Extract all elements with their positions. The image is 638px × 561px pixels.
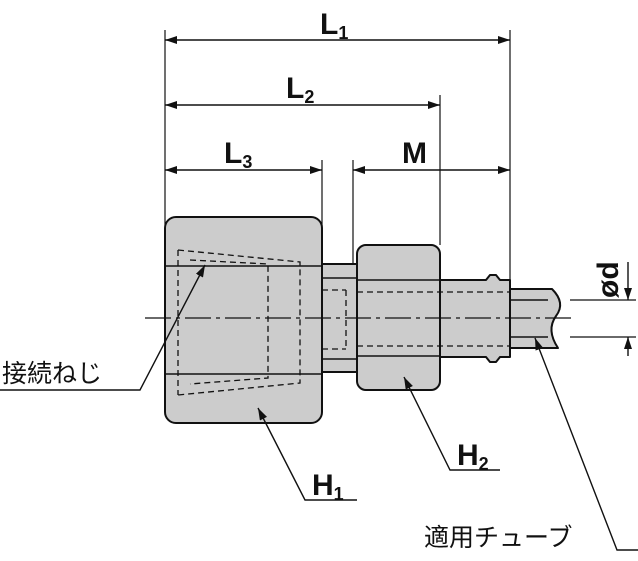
leader-applicable-tube (534, 337, 638, 551)
leader-h2 (403, 376, 500, 471)
label-l2: L2 (286, 72, 314, 107)
label-l1: L1 (320, 8, 348, 43)
label-applicable-tube: 適用チューブ (424, 523, 573, 552)
applicable-tube (509, 288, 562, 349)
label-connection-thread: 接続ねじ (2, 359, 102, 388)
dimension-lines (165, 36, 632, 356)
label-l3: L3 (224, 137, 252, 172)
leader-lines (0, 264, 638, 551)
leader-h1 (257, 407, 357, 501)
label-m: M (402, 137, 427, 170)
label-h2: H2 (457, 439, 489, 474)
hidden-thread-lines (177, 249, 510, 396)
leader-connection-thread (0, 264, 206, 391)
fitting-body (164, 216, 562, 424)
hex-nut-h1 (164, 216, 323, 424)
label-h1: H1 (312, 469, 344, 504)
label-od: ød (592, 261, 625, 298)
hex-facet-lines (165, 265, 548, 375)
